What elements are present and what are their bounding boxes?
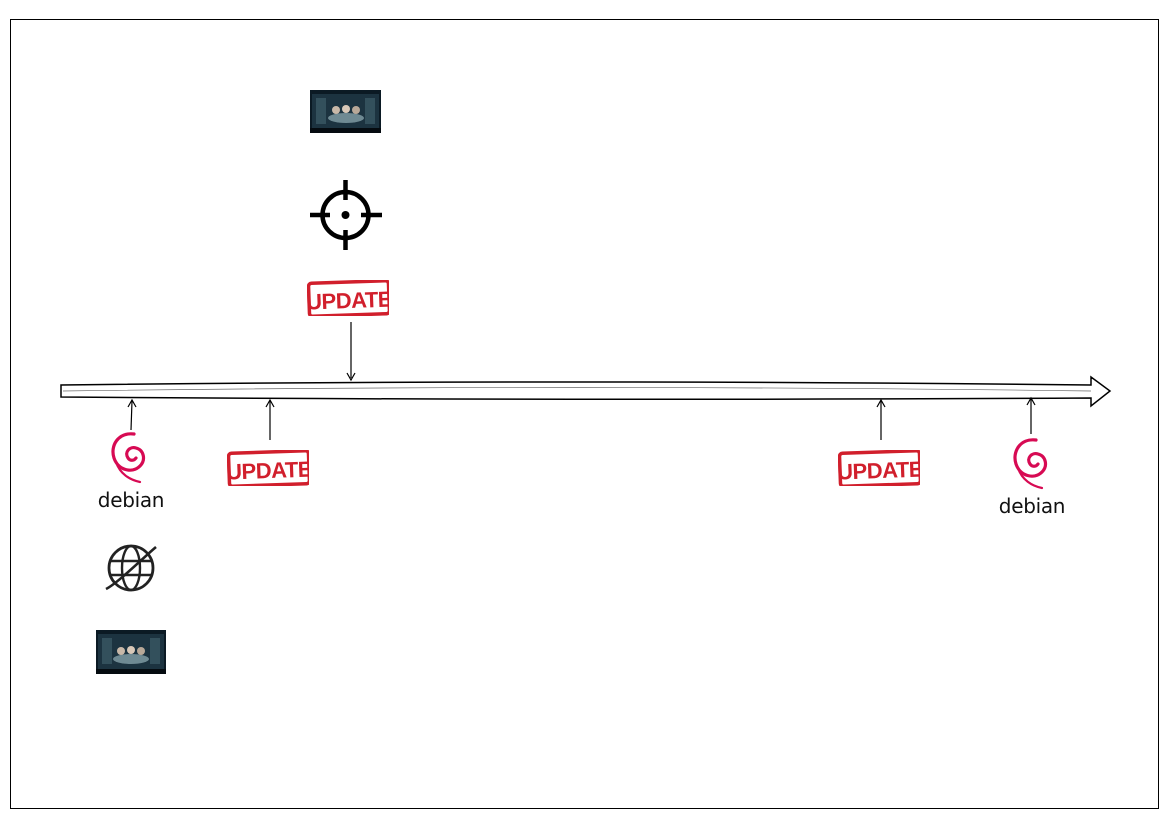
diagram-frame (10, 19, 1159, 809)
debian-swirl-icon (1013, 438, 1048, 490)
update-stamp-top: UPDATE (307, 280, 389, 316)
arrow-up-debian-right (1026, 396, 1036, 434)
arrow-up-debian-left (127, 398, 137, 431)
timeline-arrow (60, 375, 1112, 408)
update-stamp-top-text: UPDATE (307, 287, 389, 315)
video-thumbnail-top (310, 90, 381, 133)
update-stamp-below-left-text: UPDATE (227, 457, 309, 485)
update-stamp-below-right: UPDATE (838, 450, 920, 486)
update-stamp-below-right-text: UPDATE (838, 457, 920, 485)
debian-wordmark-right: debian (998, 494, 1066, 518)
update-stamp-below-left: UPDATE (227, 450, 309, 486)
crosshair-icon (310, 180, 382, 250)
arrow-up-stamp-right (876, 398, 886, 440)
globe-icon (105, 544, 157, 592)
video-thumbnail-icon (310, 90, 381, 133)
video-thumbnail-icon (96, 630, 166, 674)
debian-wordmark-left: debian (97, 488, 165, 512)
arrow-up-stamp-left (265, 398, 275, 440)
video-thumbnail-bottom (96, 630, 166, 674)
arrow-down-top (346, 322, 356, 382)
debian-swirl-icon (111, 432, 146, 484)
